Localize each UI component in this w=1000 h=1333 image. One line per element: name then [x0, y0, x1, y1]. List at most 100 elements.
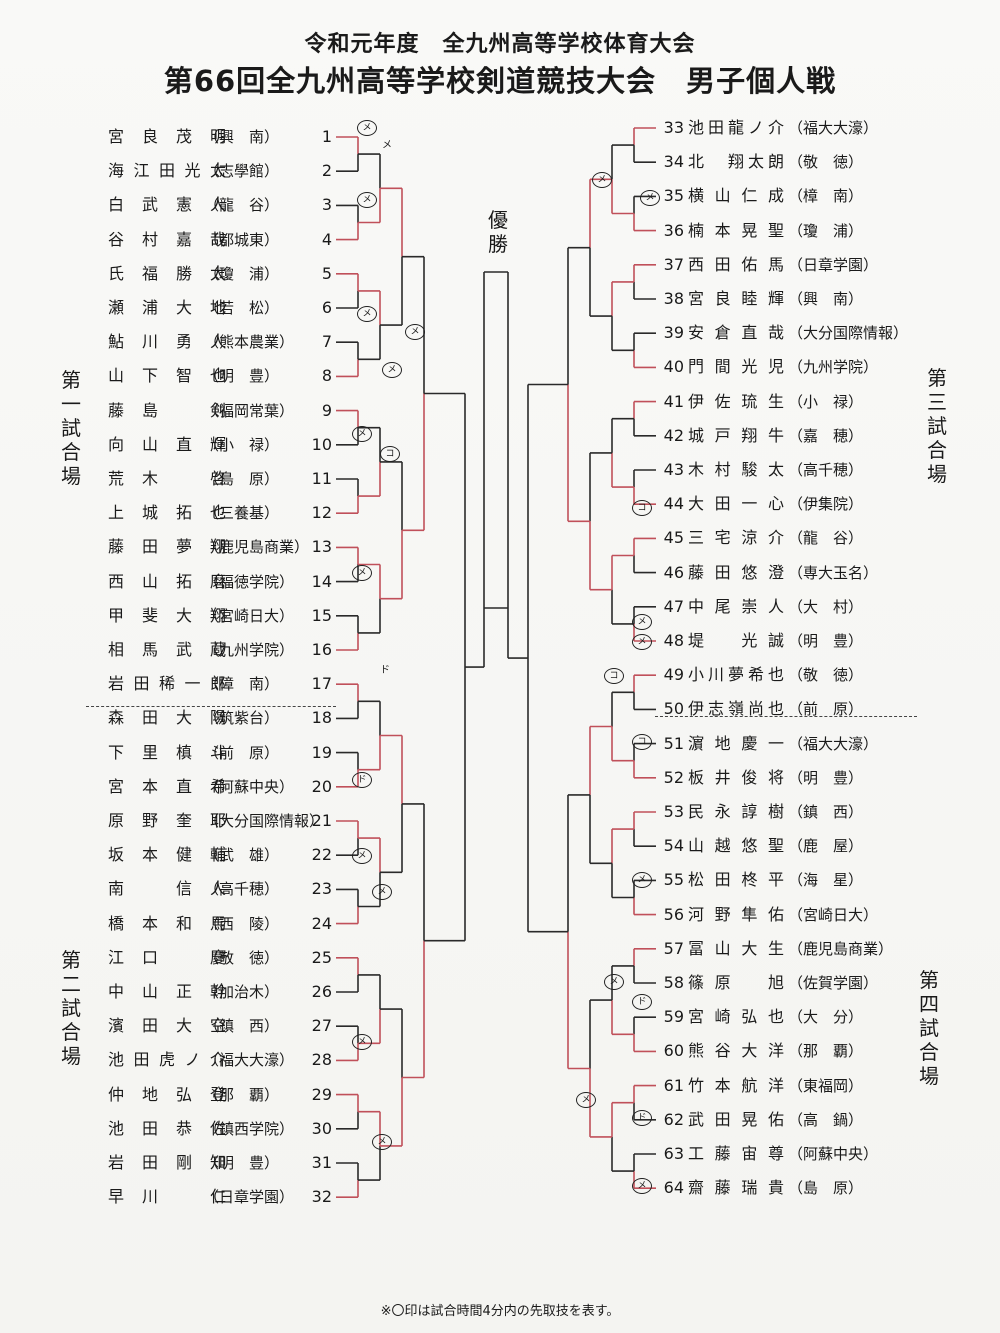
- player-number: 28: [311, 1050, 332, 1070]
- player-number: 17: [311, 674, 332, 694]
- venue-2-label: 第二試合場: [61, 948, 81, 1068]
- player-name: 海江田光太: [108, 161, 226, 181]
- player-school: （伊集院）: [788, 495, 864, 514]
- player-name: 冨山大生: [688, 938, 784, 958]
- kote-mark: コ: [632, 500, 652, 516]
- do-mark: ド: [352, 772, 372, 788]
- player-school: （小 禄）: [204, 435, 280, 454]
- player-number: 40: [663, 357, 684, 377]
- player-name: 森田大陽: [108, 708, 226, 728]
- player-number: 58: [663, 973, 684, 992]
- player-name: 木村駿太: [688, 460, 784, 479]
- player-number: 22: [311, 845, 332, 865]
- player-number: 36: [663, 220, 684, 240]
- player-school: （熊本農業）: [204, 333, 295, 352]
- player-school: （前 原）: [204, 743, 280, 762]
- left-entry: 下里槙斗（前 原）19: [108, 742, 338, 764]
- player-name: 大田一心: [688, 494, 784, 514]
- player-number: 9: [321, 400, 332, 420]
- player-name: 安倉直哉: [688, 323, 784, 343]
- player-number: 64: [663, 1178, 684, 1198]
- player-name: 南 信人: [108, 879, 226, 899]
- player-number: 46: [663, 562, 684, 582]
- player-name: 熊谷大洋: [688, 1041, 784, 1061]
- player-school: （日章学園）: [204, 1188, 295, 1207]
- do-mark: ド: [632, 1110, 652, 1126]
- player-number: 29: [311, 1084, 332, 1104]
- left-entry: 濱田大空（鎮 西）27: [108, 1015, 338, 1037]
- left-entry: 坂本健輔（武 雄）22: [108, 844, 338, 866]
- player-name: 藤島 剣: [108, 400, 226, 420]
- player-school: （龍 谷）: [788, 529, 864, 548]
- player-name: 西田佑馬: [688, 254, 784, 274]
- player-school: （福大大濠）: [788, 119, 879, 137]
- player-school: （高 鍋）: [788, 1110, 864, 1129]
- left-entry: 西山拓磨（福徳学院）14: [108, 571, 338, 593]
- left-section-divider: [86, 706, 336, 707]
- player-number: 32: [311, 1187, 332, 1207]
- men-mark: メ: [357, 120, 377, 136]
- player-school: （佐賀学園）: [788, 974, 879, 992]
- player-number: 44: [663, 494, 684, 514]
- left-entry: 南 信人（高千穂）23: [108, 878, 338, 900]
- left-entry: 江口 慶（敬 徳）25: [108, 947, 338, 969]
- left-entry: 池田恭佐（鎮西学院）30: [108, 1118, 338, 1140]
- men-mark: メ: [576, 1092, 596, 1108]
- player-name: 伊志嶺尚也: [688, 699, 784, 719]
- player-number: 48: [663, 631, 684, 650]
- player-name: 竹本航洋: [688, 1075, 784, 1095]
- men-mark: メ: [352, 1034, 372, 1050]
- player-number: 47: [663, 596, 684, 616]
- kote-mark: コ: [604, 668, 624, 684]
- player-name: 板井俊将: [688, 767, 784, 787]
- player-school: （明 豊）: [788, 768, 864, 787]
- player-name: 下里槙斗: [108, 742, 226, 762]
- player-number: 14: [311, 571, 332, 591]
- men-mark: メ: [632, 634, 652, 650]
- player-number: 54: [663, 836, 684, 856]
- winner-label: 優勝: [488, 208, 508, 256]
- player-number: 31: [311, 1153, 332, 1172]
- left-entry: 藤田夢翔（鹿児島商業）13: [108, 536, 338, 558]
- player-name: 宮良睦輝: [688, 289, 784, 308]
- player-number: 1: [321, 127, 332, 146]
- left-entry: 山下智也（明 豊）8: [108, 365, 338, 387]
- player-number: 27: [311, 1016, 332, 1036]
- player-name: 工藤宙尊: [688, 1144, 784, 1163]
- title-line-1: 令和元年度 全九州高等学校体育大会: [304, 32, 696, 57]
- player-name: 三宅涼介: [688, 528, 784, 548]
- player-number: 15: [311, 605, 332, 625]
- player-school: （武 雄）: [204, 846, 280, 865]
- player-name: 中尾崇人: [688, 596, 784, 616]
- left-entry: 荒木 啓（島 原）11: [108, 468, 338, 490]
- player-name: 向山直輝: [108, 434, 226, 454]
- do-mark: ド: [632, 994, 652, 1010]
- player-number: 33: [663, 118, 684, 137]
- player-number: 53: [663, 802, 684, 821]
- player-school: （宮崎日大）: [204, 606, 295, 625]
- player-school: （阿蘇中央）: [204, 777, 295, 796]
- left-entry: 岩田稀一郎（樟 南）17: [108, 673, 338, 695]
- player-number: 62: [663, 1109, 684, 1129]
- player-number: 7: [321, 332, 332, 352]
- player-number: 61: [663, 1075, 684, 1095]
- player-school: （福岡常葉）: [204, 401, 295, 420]
- men-mark: メ: [592, 172, 612, 188]
- player-name: 藤田悠澄: [688, 562, 784, 582]
- player-name: 岩田剛知: [108, 1153, 226, 1172]
- player-number: 51: [663, 733, 684, 753]
